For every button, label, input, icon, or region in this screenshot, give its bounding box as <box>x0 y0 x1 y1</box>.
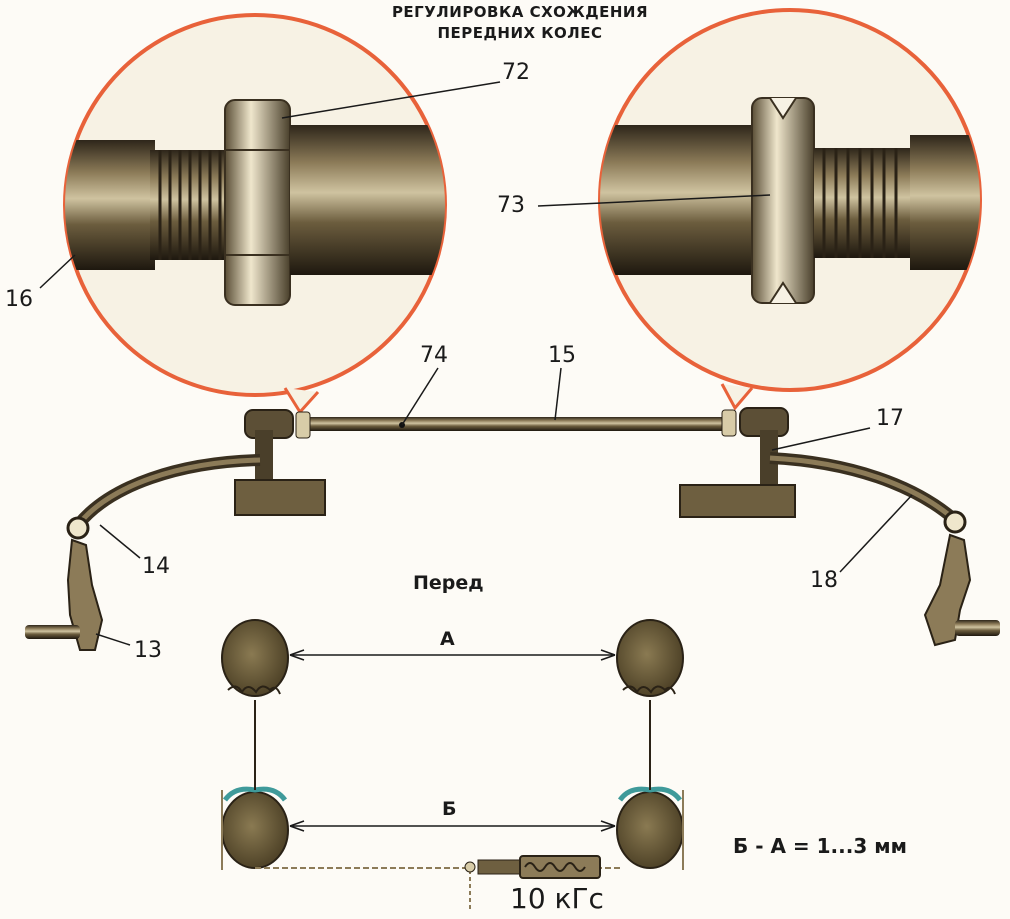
callout-13: 13 <box>134 638 162 663</box>
callout-74: 74 <box>420 343 448 368</box>
dimension-a-label: А <box>440 628 455 650</box>
steering-linkage <box>25 407 1000 651</box>
rear-left-wheel <box>221 791 289 869</box>
callout-16: 16 <box>5 287 33 312</box>
leader-lines <box>39 81 913 646</box>
dimension-b-label: Б <box>442 798 457 820</box>
right-mount <box>679 484 796 518</box>
chain <box>221 790 684 910</box>
toe-in-formula: Б - А = 1...3 мм <box>733 834 907 858</box>
right-magnifier-pointer <box>720 383 754 411</box>
callout-73: 73 <box>497 193 525 218</box>
tie-rod <box>300 417 730 431</box>
left-mount <box>234 479 326 516</box>
callout-72: 72 <box>502 60 530 85</box>
left-magnifier <box>63 13 447 397</box>
toe-in-diagram <box>221 619 684 910</box>
callout-17: 17 <box>876 406 904 431</box>
right-magnifier <box>598 8 982 392</box>
title-line-1: РЕГУЛИРОВКА СХОЖДЕНИЯ <box>391 3 649 21</box>
callout-15: 15 <box>548 343 576 368</box>
front-right-wheel <box>616 619 684 697</box>
front-left-wheel <box>221 619 289 697</box>
rear-right-wheel <box>616 791 684 869</box>
left-magnifier-pointer <box>283 387 320 415</box>
title-line-2: ПЕРЕДНИХ КОЛЕС <box>437 24 603 42</box>
front-label: Перед <box>413 572 484 594</box>
callout-14: 14 <box>142 554 170 579</box>
callout-18: 18 <box>810 568 838 593</box>
spring-scale <box>464 855 601 879</box>
force-label: 10 кГс <box>510 882 604 915</box>
